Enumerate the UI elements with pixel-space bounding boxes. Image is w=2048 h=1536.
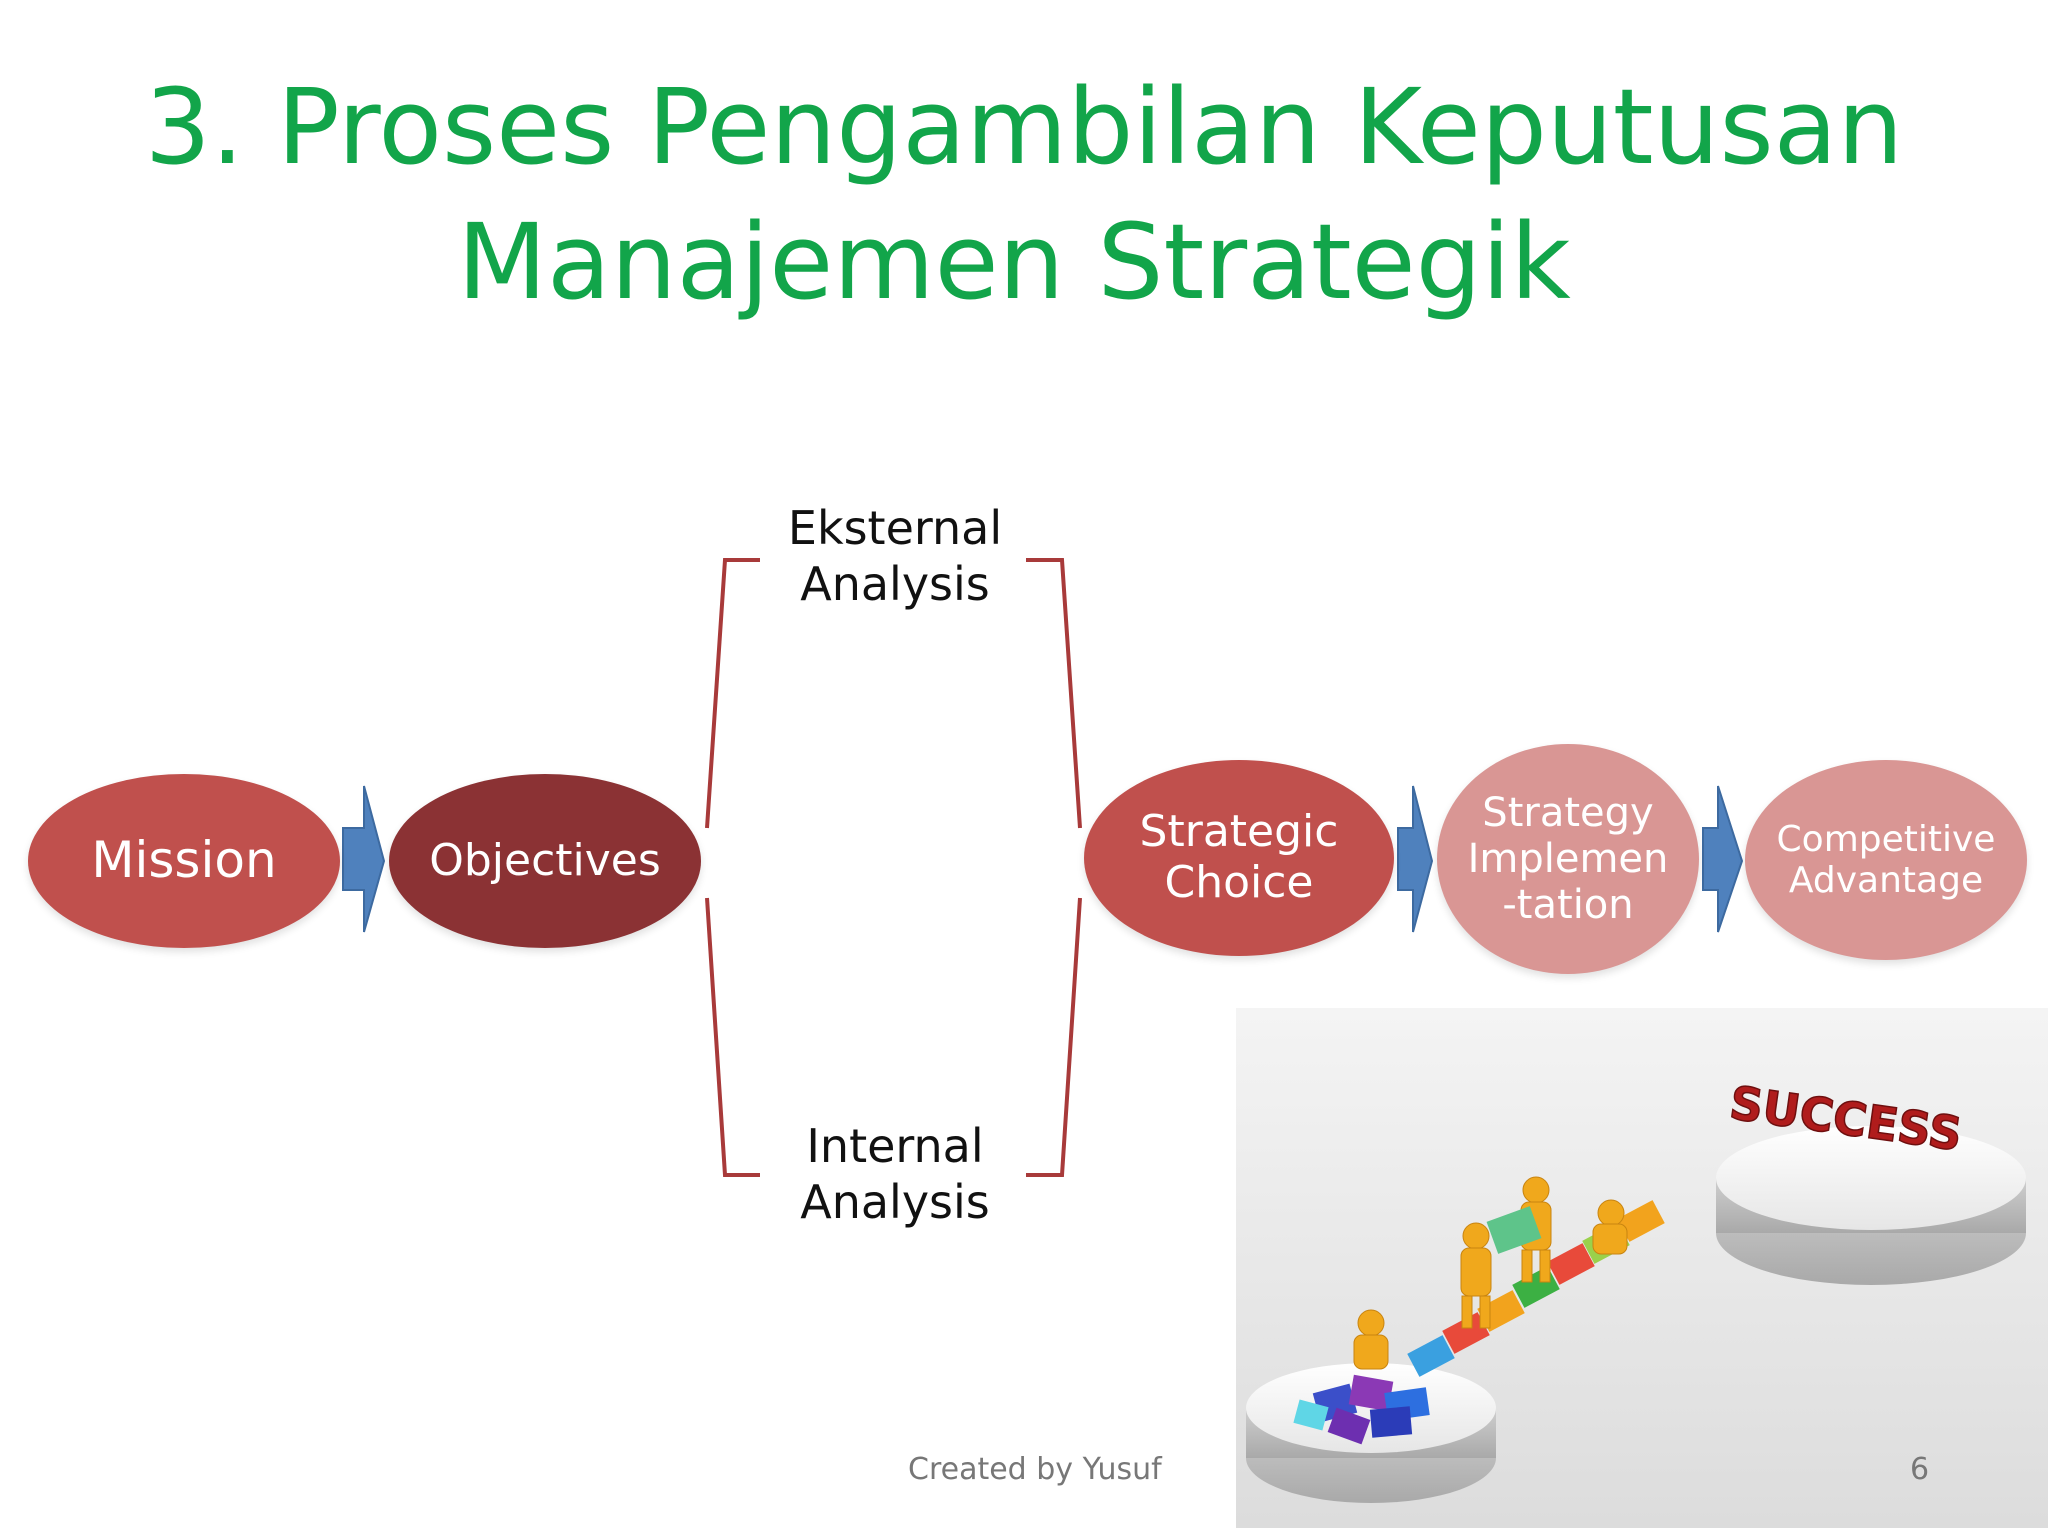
competitive-advantage-node: Competitive Advantage bbox=[1745, 760, 2027, 960]
objectives-label: Objectives bbox=[429, 834, 661, 886]
arrow-mission-to-objectives bbox=[342, 785, 386, 933]
strategy-implementation-label: Strategy Implemen -tation bbox=[1467, 790, 1669, 928]
puzzle-pieces-pile bbox=[1293, 1374, 1430, 1445]
arrow-implementation-to-advantage bbox=[1702, 785, 1744, 933]
page-number: 6 bbox=[1910, 1452, 1930, 1487]
slide-title-line-2: Manajemen Strategik bbox=[457, 201, 1571, 323]
arrow-choice-to-implementation bbox=[1397, 785, 1434, 933]
success-pedestal bbox=[1716, 1126, 2026, 1285]
footer-credit: Created by Yusuf bbox=[908, 1452, 1162, 1487]
competitive-advantage-label: Competitive Advantage bbox=[1776, 818, 1996, 901]
right-bracket bbox=[1026, 558, 1082, 1177]
carried-puzzle-piece bbox=[1486, 1206, 1542, 1254]
strategy-implementation-node: Strategy Implemen -tation bbox=[1437, 744, 1699, 974]
mission-node: Mission bbox=[28, 774, 340, 948]
slide-title-line-1: 3. Proses Pengambilan Keputusan bbox=[144, 66, 1904, 188]
objectives-node: Objectives bbox=[389, 774, 701, 948]
success-illustration: SUCCESS bbox=[1236, 1008, 2048, 1528]
strategic-choice-node: Strategic Choice bbox=[1084, 760, 1394, 956]
external-analysis-label: Eksternal Analysis bbox=[787, 501, 1003, 612]
internal-analysis-label: Internal Analysis bbox=[800, 1119, 990, 1230]
mission-label: Mission bbox=[91, 831, 277, 890]
strategic-choice-label: Strategic Choice bbox=[1139, 806, 1339, 908]
left-bracket bbox=[705, 558, 760, 1177]
